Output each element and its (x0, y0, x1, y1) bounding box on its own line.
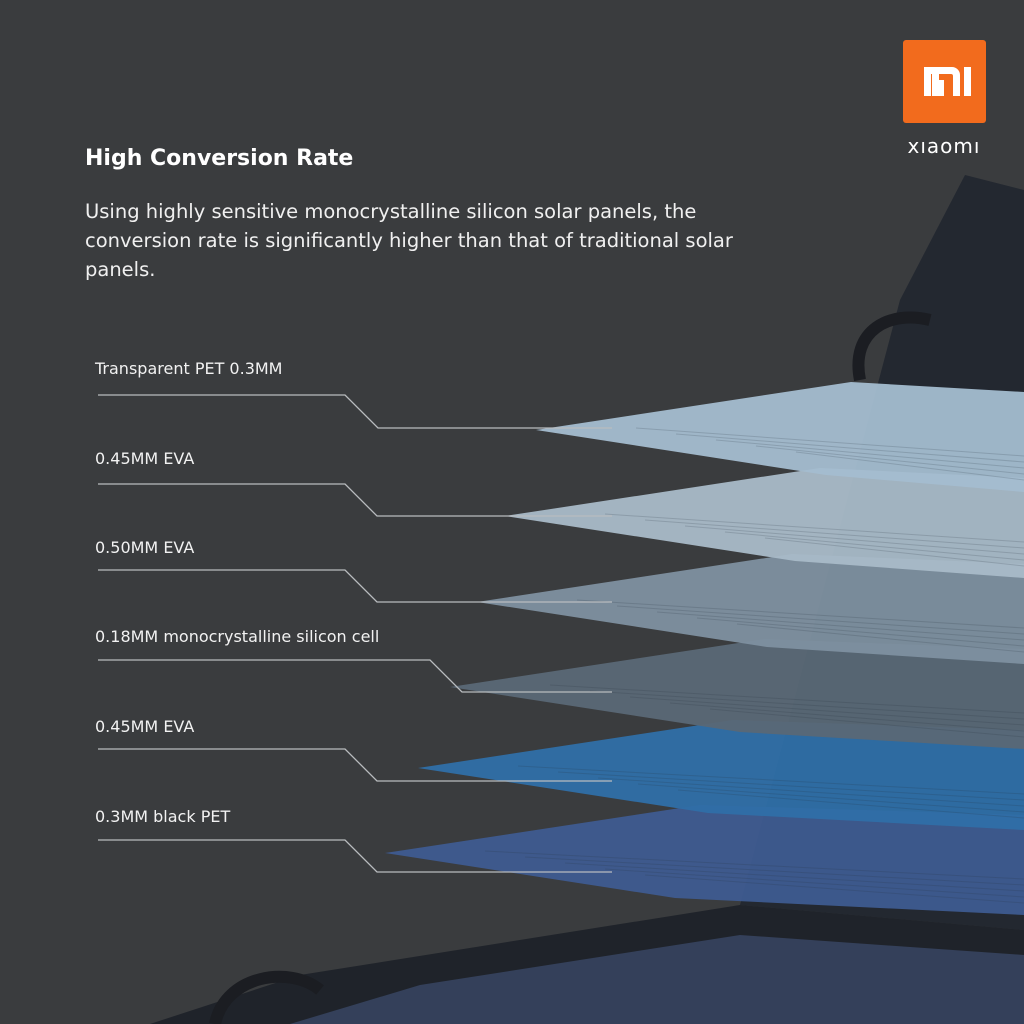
mi-logo-icon (924, 67, 971, 96)
cell-grid-line (557, 771, 1024, 801)
cell-grid-line (684, 525, 1024, 555)
cell-grid-line (635, 427, 1024, 457)
cell-grid-line (597, 777, 1024, 807)
layer-label-silicon-cell: 0.18MM monocrystalline silicon cell (95, 627, 380, 646)
cell-grid-line (549, 684, 1024, 714)
cell-grid-line (677, 789, 1024, 819)
cell-grid-line (724, 531, 1024, 561)
cell-grid-line (604, 868, 1024, 898)
leader-line (98, 394, 612, 429)
cell-grid-line (656, 611, 1024, 641)
cell-grid-line (589, 690, 1024, 720)
cell-grid-line (517, 765, 1024, 795)
cell-grid-line (629, 696, 1024, 726)
cell-grid-line (715, 439, 1024, 469)
layer-label-eva-045-top: 0.45MM EVA (95, 449, 195, 468)
layer-label-eva-045-bottom: 0.45MM EVA (95, 717, 195, 736)
page-description: Using highly sensitive monocrystalline s… (85, 200, 733, 281)
cell-grid-line (795, 451, 1024, 481)
cell-grid-line (709, 708, 1024, 738)
cell-grid-line (637, 783, 1024, 813)
layer-sheet (505, 468, 1024, 578)
cell-grid-line (576, 599, 1024, 629)
cell-grid-line (669, 702, 1024, 732)
cell-grid-line (524, 856, 1024, 886)
cell-grid-line (644, 519, 1024, 549)
xiaomi-logo (903, 40, 986, 123)
cell-grid-line (736, 623, 1024, 653)
cell-grid-line (604, 513, 1024, 543)
page-title: High Conversion Rate (85, 146, 354, 171)
leader-line (98, 569, 612, 603)
panel-handle-bottom (209, 970, 324, 1024)
layer-sheet (385, 805, 1024, 915)
layer-label-transparent-pet: Transparent PET 0.3MM (95, 359, 283, 378)
leader-line (98, 839, 612, 873)
layer-sheet (536, 382, 1024, 492)
cell-grid-line (696, 617, 1024, 647)
solar-panel-bottom-surface (290, 935, 1024, 1024)
cell-grid-line (764, 537, 1024, 567)
leader-line (98, 659, 612, 693)
panel-handle-top (852, 311, 932, 382)
layer-sheet (418, 720, 1024, 830)
leader-line (98, 483, 612, 517)
cell-grid-line (616, 605, 1024, 635)
layer-label-eva-050: 0.50MM EVA (95, 538, 195, 557)
leader-line (98, 748, 612, 782)
cell-grid-line (564, 862, 1024, 892)
layer-sheet (477, 554, 1024, 664)
cell-grid-line (755, 445, 1024, 475)
cell-grid-line (484, 850, 1024, 880)
layer-label-black-pet: 0.3MM black PET (95, 807, 231, 826)
layer-sheet (450, 639, 1024, 749)
brand-name: xıaomı (907, 134, 981, 158)
cell-grid-line (675, 433, 1024, 463)
cell-grid-line (644, 874, 1024, 904)
